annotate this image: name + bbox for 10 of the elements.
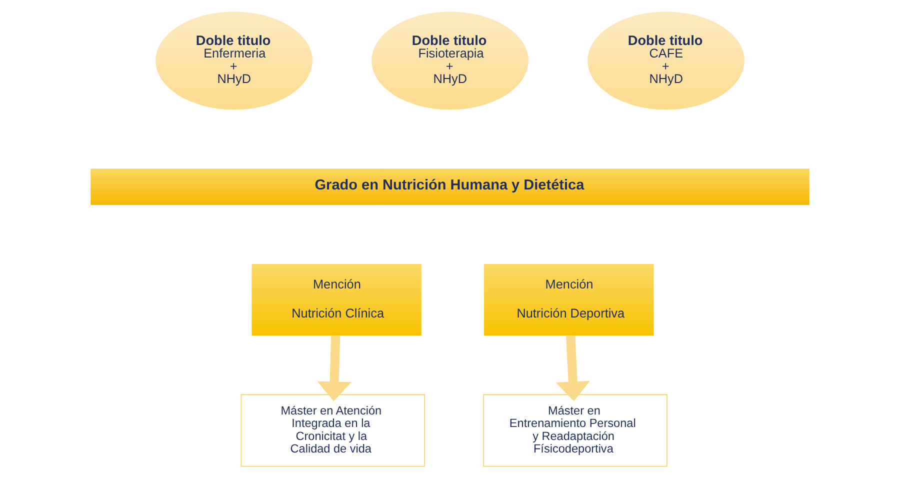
node-box: Mención Nutrición Deportiva [484,264,654,336]
arrow [556,336,590,402]
node-ellipse: Doble titulo Enfermeria + NHyD [156,12,313,110]
node-box: Máster en Entrenamiento Personal y Readaptación Físicodeportiva [483,394,668,467]
node-ellipse: Doble titulo Fisioterapia + NHyD [372,12,528,110]
node-box: Grado en Nutrición Humana y Dietética [90,168,810,205]
arrow [317,336,352,402]
node-box: Máster en Atención Integrada en la Cronicitat y la Calidad de vida [240,394,426,467]
node-box: Mención Nutrición Clínica [252,264,422,336]
node-ellipse: Doble titulo CAFE + NHyD [587,12,744,110]
